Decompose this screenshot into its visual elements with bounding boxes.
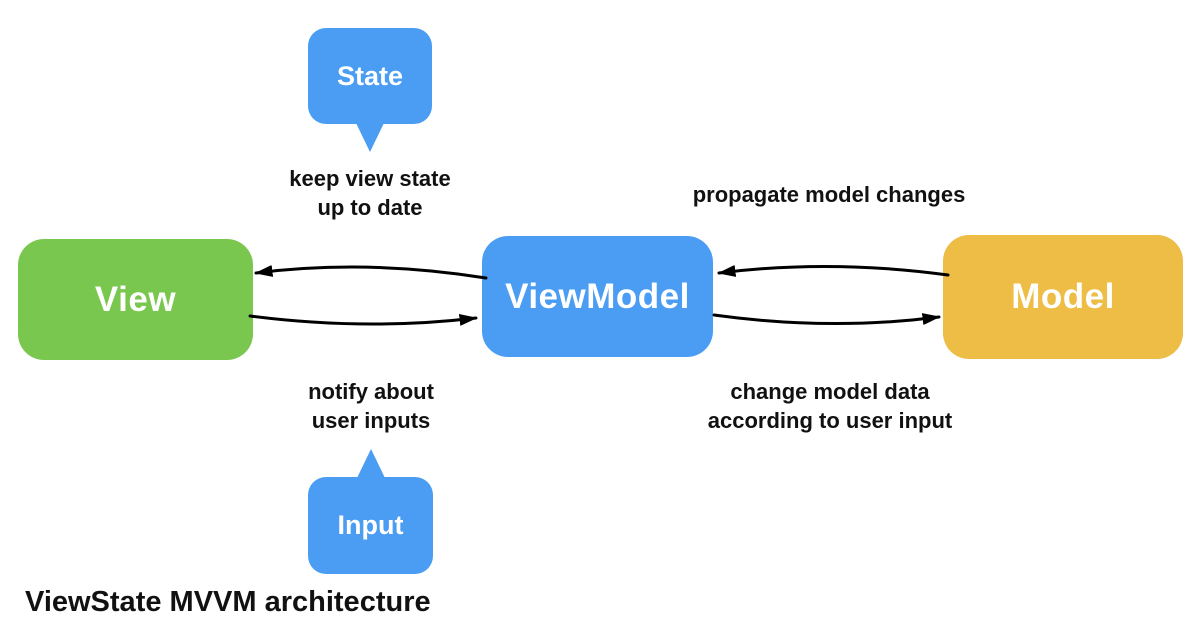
viewmodel-node: ViewModel [482,236,713,357]
arrow-model-to-viewmodel [717,264,950,277]
viewmodel-node-label: ViewModel [505,276,690,316]
view-node: View [18,239,253,360]
arrow-view-to-viewmodel [248,313,478,326]
model-node: Model [943,235,1183,359]
state-callout-tail-icon [356,123,384,152]
input-callout-label: Input [337,510,404,540]
edge-label-change-model-data: change model data according to user inpu… [707,379,953,433]
arrow-viewmodel-to-model [712,313,941,326]
view-node-label: View [94,279,177,319]
model-node-label: Model [1011,277,1115,316]
input-callout-tail-icon [356,449,385,478]
edge-label-propagate-model-changes: propagate model changes [692,182,966,207]
diagram-title: ViewState MVVM architecture [25,586,431,618]
state-callout: State [308,28,432,152]
state-callout-label: State [336,60,404,91]
edge-label-notify-user-inputs: notify about user inputs [308,379,434,433]
arrow-viewmodel-to-view [254,264,488,280]
input-callout: Input [308,449,433,574]
edge-label-keep-view-state: keep view state up to date [289,166,451,220]
